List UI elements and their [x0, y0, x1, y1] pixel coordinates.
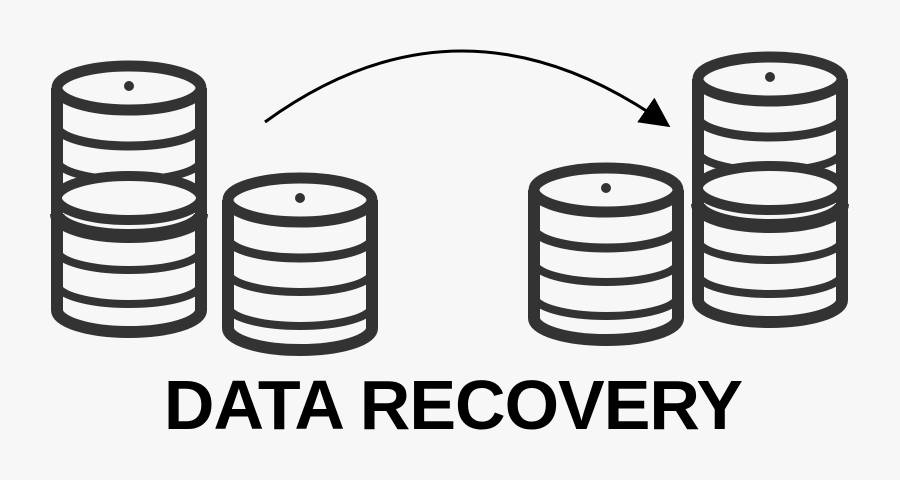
database-icon — [50, 171, 208, 338]
database-icon — [534, 168, 678, 340]
target-tall-stack — [691, 57, 849, 328]
curved-arrow-icon — [264, 49, 671, 128]
page-title: DATA RECOVERY — [163, 366, 743, 444]
target-short-stack — [534, 168, 678, 340]
source-tall-stack — [50, 66, 208, 338]
database-icon — [228, 178, 372, 350]
database-icon — [691, 161, 849, 328]
source-short-stack — [228, 178, 372, 350]
